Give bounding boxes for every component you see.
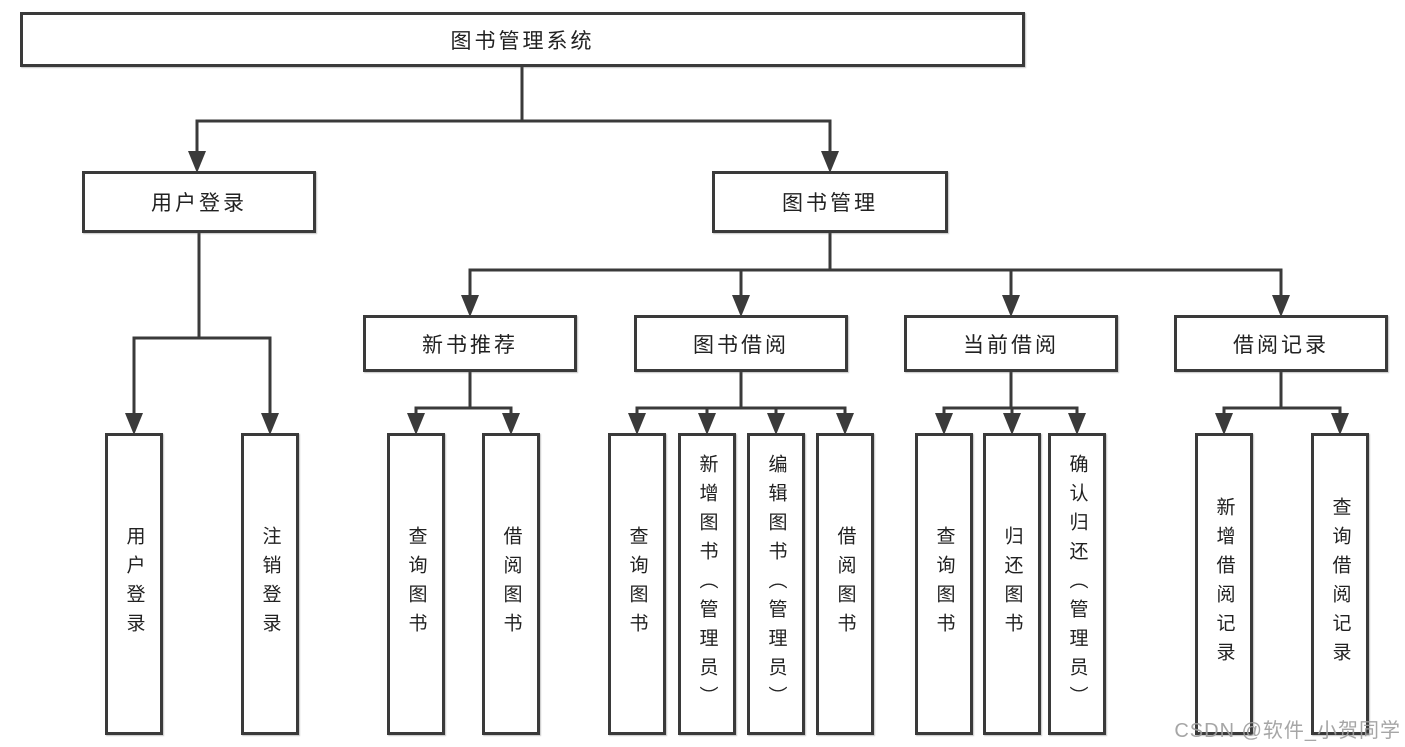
leaf-current-confirm-return-label: 确认归还（管理员） — [1066, 453, 1088, 715]
leaf-newbook-borrow: 借阅图书 — [482, 433, 540, 735]
node-library-system-label: 图书管理系统 — [450, 29, 595, 53]
node-new-book-recommend: 新书推荐 — [363, 315, 577, 372]
arrowheads — [125, 151, 1349, 435]
leaf-current-return: 归还图书 — [983, 433, 1041, 735]
leaf-logout: 注销登录 — [241, 433, 299, 735]
node-new-book-recommend-label: 新书推荐 — [422, 333, 518, 357]
node-book-borrow-label: 图书借阅 — [693, 333, 789, 357]
node-borrow-records-label: 借阅记录 — [1233, 333, 1329, 357]
node-current-borrow: 当前借阅 — [904, 315, 1118, 372]
leaf-records-query-label: 查询借阅记录 — [1329, 497, 1351, 671]
leaf-current-return-label: 归还图书 — [1001, 526, 1023, 642]
node-current-borrow-label: 当前借阅 — [963, 333, 1059, 357]
node-book-management-label: 图书管理 — [782, 192, 878, 215]
leaf-current-query-label: 查询图书 — [933, 526, 955, 642]
leaf-user-login-label: 用户登录 — [123, 526, 145, 642]
leaf-borrow-edit-label: 编辑图书（管理员） — [765, 453, 787, 715]
leaf-borrow-add: 新增图书（管理员） — [678, 433, 736, 735]
leaf-newbook-query: 查询图书 — [387, 433, 445, 735]
leaf-borrow-edit: 编辑图书（管理员） — [747, 433, 805, 735]
leaf-current-query: 查询图书 — [915, 433, 973, 735]
leaf-records-add: 新增借阅记录 — [1195, 433, 1253, 735]
node-user-login: 用户登录 — [82, 171, 316, 233]
leaf-borrow-add-label: 新增图书（管理员） — [696, 453, 718, 715]
leaf-current-confirm-return: 确认归还（管理员） — [1048, 433, 1106, 735]
leaf-logout-label: 注销登录 — [259, 526, 281, 642]
node-library-system: 图书管理系统 — [20, 12, 1025, 67]
leaf-borrow-query: 查询图书 — [608, 433, 666, 735]
leaf-newbook-query-label: 查询图书 — [405, 526, 427, 642]
leaf-borrow-query-label: 查询图书 — [626, 526, 648, 642]
node-book-borrow: 图书借阅 — [634, 315, 848, 372]
leaf-newbook-borrow-label: 借阅图书 — [500, 526, 522, 642]
leaf-borrow-borrow-label: 借阅图书 — [834, 526, 856, 642]
node-user-login-label: 用户登录 — [151, 192, 247, 215]
leaf-records-query: 查询借阅记录 — [1311, 433, 1369, 735]
node-borrow-records: 借阅记录 — [1174, 315, 1388, 372]
node-book-management: 图书管理 — [712, 171, 948, 233]
leaf-user-login: 用户登录 — [105, 433, 163, 735]
leaf-borrow-borrow: 借阅图书 — [816, 433, 874, 735]
leaf-records-add-label: 新增借阅记录 — [1213, 497, 1235, 671]
csdn-watermark: CSDN @软件_小贺同学 — [1174, 720, 1401, 742]
